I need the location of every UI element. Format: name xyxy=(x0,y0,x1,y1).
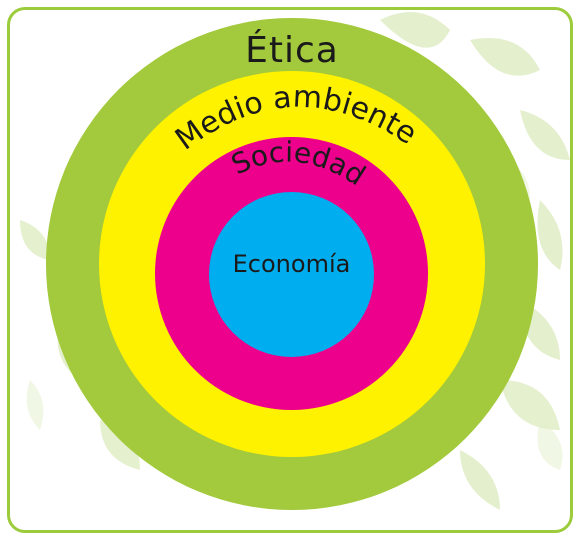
rounded-frame xyxy=(7,7,573,533)
label-sociedad-path: Sociedad xyxy=(226,135,371,192)
label-economia: Economía xyxy=(232,250,351,278)
label-etica: Ética xyxy=(245,30,339,71)
label-sociedad: Sociedad xyxy=(226,135,371,192)
ring-economia xyxy=(209,192,374,357)
